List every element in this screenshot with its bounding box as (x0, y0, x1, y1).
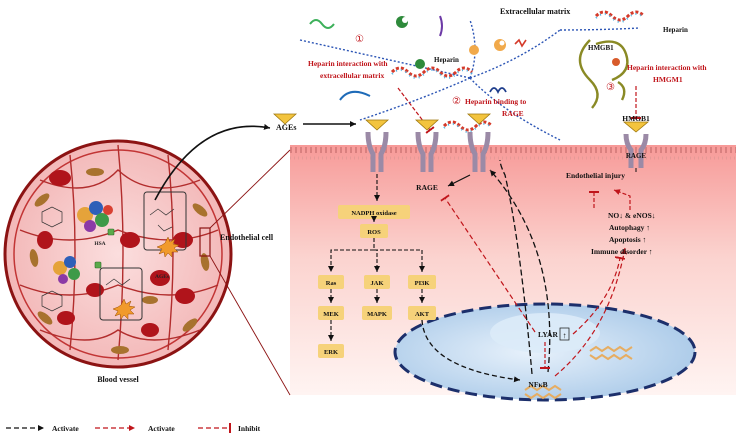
rage-center-label: RAGE (416, 183, 438, 192)
rage-receptor-hmgb1 (622, 121, 650, 168)
glycation-tag-icons (94, 228, 115, 269)
ages-release-arrow (154, 123, 271, 201)
ecm-label: Extracellular matrix (500, 7, 570, 16)
ras-label: Ras (326, 280, 337, 287)
mapk-box (362, 306, 392, 320)
vessel-endothelial-nuclei (29, 168, 210, 354)
endothelial-cell-label: Endothelial cell (220, 233, 274, 242)
immune-disorder-label: Immune disorder ↑ (591, 247, 653, 256)
outcomes-to-injury-arrow (613, 189, 631, 210)
nfkb-label: NFκB (528, 380, 547, 389)
heparin-chain-right (594, 10, 646, 22)
blood-vessel (3, 139, 233, 369)
annotation-1-line-1: Heparin interaction with (308, 59, 388, 68)
zoom-line-top (209, 149, 291, 229)
ages-structure-box-2 (99, 267, 143, 321)
nfkb-to-rage-loop-2 (499, 159, 533, 375)
heparin-right-label: Heparin (663, 26, 688, 34)
mek-box (318, 306, 344, 320)
lyar-inhibits-outcomes (572, 256, 626, 335)
hmgb1-receptor-label: HMGB1 (622, 114, 650, 123)
nadph-label: NADPH oxidase (351, 210, 396, 217)
heparin-top-label: Heparin (434, 56, 459, 64)
pi3k-box (408, 275, 436, 289)
rage-receptor-1 (364, 119, 390, 172)
ecm-protein-icons (309, 15, 527, 101)
nadph-box (338, 205, 410, 219)
ages-structure-chem-2 (105, 278, 131, 286)
annotation-2-number: ② (452, 96, 461, 107)
ages-ligand-icon (272, 113, 298, 125)
ros-box (360, 224, 388, 238)
nucleolus (490, 313, 600, 353)
legend-activate-black-label: Activate (52, 424, 79, 433)
lyar-inhibits-rage (440, 194, 536, 333)
ages-small-label: AGEs (155, 274, 169, 280)
jak-label: JAK (371, 280, 384, 287)
rage-receptor-to-rage (447, 174, 471, 187)
ages-structure-chem (149, 208, 175, 232)
hsa-protein-icon (77, 201, 113, 232)
nfkb-to-rage-loop-1 (489, 169, 551, 373)
akt-to-nfkb-arrow (421, 319, 521, 383)
annotation-3-number: ③ (606, 82, 615, 93)
autophagy-label: Autophagy ↑ (609, 223, 650, 232)
lyar-arrow: ↑ (563, 331, 567, 340)
akt-box (408, 306, 436, 320)
rage-receptor-3 (466, 113, 492, 172)
rage-right-label: RAGE (626, 152, 647, 160)
hmgb1-binding-dot (612, 58, 620, 66)
annotation-3-line-2: HMGM1 (653, 75, 683, 84)
annotation-3-line-1: Heparin interaction with (627, 63, 707, 72)
mapk-label: MAPK (367, 311, 387, 318)
heparin-chain-rage-beads (443, 123, 493, 133)
apoptosis-label: Apoptosis ↑ (609, 235, 646, 244)
blood-vessel-label: Blood vessel (97, 375, 139, 384)
ras-box (318, 275, 344, 289)
hmgb1-protein-icon (578, 39, 629, 109)
erk-label: ERK (324, 349, 338, 356)
heparin-chain-top (390, 66, 474, 78)
red-blood-cells (37, 170, 195, 337)
zoom-line-bottom (209, 255, 291, 396)
lyar-arrow-box (559, 327, 570, 341)
nfkb-activates-outcomes (554, 247, 627, 377)
no-enos-label: NO↓ & eNOS↓ (608, 211, 656, 220)
annotation-2-line-2: RAGE (502, 109, 524, 118)
legend-inhibit-label: Inhibit (238, 424, 261, 433)
annotation-1-number: ① (355, 34, 364, 45)
ros-label: ROS (367, 229, 381, 236)
legend-activate-red-label: Activate (148, 424, 175, 433)
hmgb1-top-label: HMGB1 (588, 44, 614, 52)
endothelial-injury-label: Endothelial injury (566, 171, 625, 180)
vessel-zoom-box (199, 227, 211, 257)
akt-label: AKT (415, 311, 430, 318)
ages-burst-icon-2 (112, 298, 136, 320)
pi3k-label: PI3K (415, 280, 430, 287)
heparin-chain-top-beads (391, 69, 473, 79)
hsa-protein-icon-2 (53, 256, 80, 284)
ecm-fibres (299, 19, 641, 141)
dna-strands (524, 345, 633, 400)
heparin-chain-rage (442, 120, 494, 132)
mek-label: MEK (323, 311, 339, 318)
erk-box (318, 344, 344, 358)
lyar-label: LYAR (538, 330, 558, 339)
cascade-arrows (328, 174, 425, 341)
ages-burst-icon (156, 236, 180, 258)
jak-box (364, 275, 390, 289)
annotation-2-line-1: Heparin binding to (465, 97, 527, 106)
ages-label: AGEs (276, 123, 296, 132)
rage-receptor-2 (414, 119, 440, 172)
heparin-chain-right-beads (595, 13, 645, 23)
annotation-1-line-2: extracellular matrix (320, 71, 384, 80)
glucose-structure-icons (41, 206, 63, 312)
hsa-label: HSA (94, 241, 105, 247)
